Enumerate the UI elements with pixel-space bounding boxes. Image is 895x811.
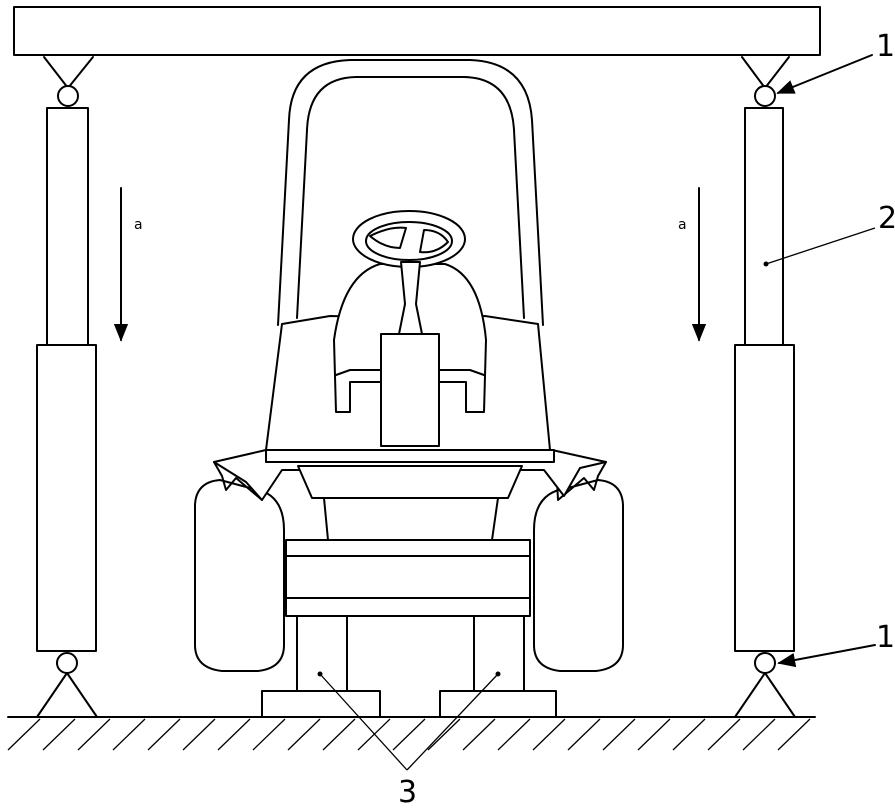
leader-support-left xyxy=(319,673,408,771)
axle-upper xyxy=(285,539,531,557)
tractor xyxy=(194,59,624,672)
label-pivot-top: 1 xyxy=(876,29,895,64)
label-supports: 3 xyxy=(398,775,417,810)
leader-pivot-bottom xyxy=(777,644,876,668)
hitch-housing xyxy=(297,465,523,499)
left-top-pivot xyxy=(57,85,79,107)
deck-rim xyxy=(265,449,555,463)
axle-housing xyxy=(285,555,531,599)
top-beam xyxy=(13,6,821,56)
leader-pivot-top xyxy=(776,54,873,94)
left-support-post xyxy=(296,615,348,692)
left-top-clevis xyxy=(43,56,94,89)
control-console xyxy=(380,333,440,447)
right-support-post xyxy=(473,615,525,692)
ground xyxy=(7,716,816,751)
left-bottom-pivot xyxy=(56,652,78,674)
right-cylinder-barrel xyxy=(734,344,795,652)
steering-wheel-inner xyxy=(365,221,453,261)
rops-frame-inner xyxy=(296,76,525,319)
leader-support-left-dot xyxy=(317,671,323,677)
right-top-clevis xyxy=(741,56,790,89)
right-bottom-support xyxy=(734,672,796,718)
rops-frame-outer xyxy=(277,59,544,326)
label-cylinder: 2 xyxy=(878,201,895,236)
leader-lines xyxy=(317,54,876,771)
ground-hatching xyxy=(7,718,811,751)
steering-wheel xyxy=(352,210,466,268)
label-pivot-bottom: 1 xyxy=(876,620,895,655)
right-bottom-pivot xyxy=(754,652,776,674)
right-cylinder-assembly xyxy=(734,56,796,718)
right-top-pivot xyxy=(754,85,776,107)
steering-spokes xyxy=(369,226,449,254)
left-bottom-support xyxy=(36,672,98,718)
leader-support-right xyxy=(406,673,499,771)
left-support-base xyxy=(261,690,381,718)
label-direction-left: a xyxy=(134,217,143,233)
left-cylinder-barrel xyxy=(36,344,97,652)
support-stands xyxy=(261,615,557,718)
axle-lower xyxy=(285,597,531,617)
left-rear-tire xyxy=(194,479,285,672)
left-cylinder-assembly xyxy=(36,56,98,718)
leader-cylinder xyxy=(765,227,876,265)
leader-cylinder-dot xyxy=(763,261,769,267)
right-cylinder-rod xyxy=(744,107,784,346)
leader-support-right-dot xyxy=(495,671,501,677)
label-direction-right: a xyxy=(678,217,687,233)
left-cylinder-rod xyxy=(46,107,89,346)
right-support-base xyxy=(439,690,557,718)
hitch-tray xyxy=(323,497,499,541)
right-rear-tire xyxy=(533,479,624,672)
